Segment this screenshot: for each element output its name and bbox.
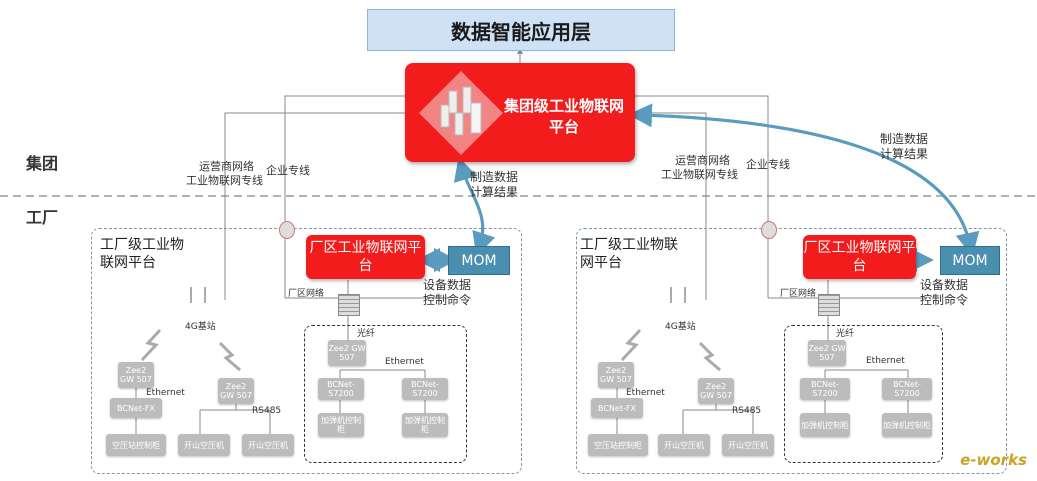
ethernet-label-right-outer: Ethernet (626, 388, 665, 398)
plant-network-left (304, 325, 467, 463)
rs485-label-right: RS485 (732, 406, 762, 416)
zee-gw-inner-left: Zee2 GW 507 (328, 340, 366, 366)
wireless-signal-icon (140, 328, 721, 372)
zone-group-label: 集团 (26, 154, 59, 173)
router-icon-right (761, 221, 777, 239)
bcnet-fx-right: BCNet-FX (591, 398, 643, 418)
cabinet-right-1: 加弹机控制柜 (800, 413, 850, 437)
factory-title-right: 工厂级工业物联网平台 (580, 237, 678, 271)
base-station-label-right: 4G基站 (665, 322, 696, 332)
ethernet-label-right-inner: Ethernet (866, 356, 905, 366)
base-station-label-left: 4G基站 (185, 322, 216, 332)
air-compressor-left-2: 开山空压机 (242, 434, 294, 456)
plant-network-right (784, 325, 943, 463)
zone-factory-label: 工厂 (26, 208, 59, 227)
zee-gw-left-2: Zee2 GW 507 (218, 378, 254, 404)
mfg-result-label-right: 制造数据计算结果 (880, 132, 929, 161)
zee-gw-left-1: Zee2 GW 507 (118, 362, 154, 388)
factory-container-left (91, 228, 522, 474)
router-icon (279, 221, 295, 239)
switch-icon-right (818, 294, 840, 316)
zee-gw-inner-right: Zee2 GW 507 (808, 340, 846, 366)
air-compressor-left-1: 开山空压机 (178, 434, 230, 456)
switch-icon (338, 294, 360, 316)
enterprise-line-label-right: 企业专线 (746, 158, 790, 171)
device-data-label-left: 设备数据控制命令 (423, 278, 472, 307)
air-compressor-right-1: 开山空压机 (658, 434, 710, 456)
antenna-icon-right (670, 287, 686, 303)
mfg-result-label-left: 制造数据计算结果 (470, 170, 519, 199)
cabinet-left-1: 加弹机控制柜 (318, 413, 364, 437)
bcnet-s7200-right-1: BCNet-S7200 (800, 378, 850, 400)
carrier-network-label-right: 运营商网络 (675, 154, 730, 167)
data-intelligence-layer: 数据智能应用层 (367, 9, 675, 51)
fiber-label-left: 光纤 (357, 329, 376, 339)
iot-private-line-label: 工业物联网专线 (186, 174, 263, 187)
bcnet-s7200-right-2: BCNet-S7200 (882, 378, 932, 400)
eworks-logo: e-works (960, 451, 1027, 469)
enterprise-line-label: 企业专线 (266, 164, 310, 177)
factory-container-right (576, 228, 1007, 474)
park-platform-left: 厂区工业物联网平台 (306, 235, 425, 279)
bcnet-fx-left: BCNet-FX (110, 398, 162, 418)
air-station-left: 空压站控制柜 (106, 434, 166, 456)
bcnet-s7200-left-1: BCNet-S7200 (318, 378, 364, 400)
antenna-icon (190, 287, 206, 303)
park-network-label-right: 厂区网络 (780, 289, 817, 299)
group-platform-box (405, 63, 635, 162)
cabinet-left-2: 加弹机控制柜 (402, 413, 448, 437)
ethernet-label-left-inner: Ethernet (385, 357, 424, 367)
fiber-label-right: 光纤 (836, 329, 855, 339)
factory-title-left: 工厂级工业物联网平台 (100, 237, 184, 271)
group-platform-label: 集团级工业物联网平台 (503, 97, 624, 136)
air-compressor-right-2: 开山空压机 (722, 434, 774, 456)
zee-gw-right-2: Zee2 GW 507 (698, 378, 734, 404)
carrier-network-label: 运营商网络 (199, 160, 254, 173)
park-network-label-left: 厂区网络 (288, 289, 325, 299)
air-station-right: 空压站控制柜 (588, 434, 648, 456)
rs485-label-left: RS485 (252, 406, 282, 416)
zee-gw-right-1: Zee2 GW 507 (598, 362, 634, 388)
device-data-label-right: 设备数据控制命令 (920, 278, 969, 307)
mom-box-right: MOM (940, 246, 1000, 275)
server-cluster-icon (419, 71, 503, 155)
iot-private-line-label-right: 工业物联网专线 (661, 168, 738, 181)
cabinet-right-2: 加弹机控制柜 (882, 413, 932, 437)
ethernet-label-left-outer: Ethernet (146, 388, 185, 398)
bcnet-s7200-left-2: BCNet-S7200 (402, 378, 448, 400)
park-platform-right: 厂区工业物联网平台 (803, 235, 916, 279)
mom-box-left: MOM (448, 246, 510, 275)
